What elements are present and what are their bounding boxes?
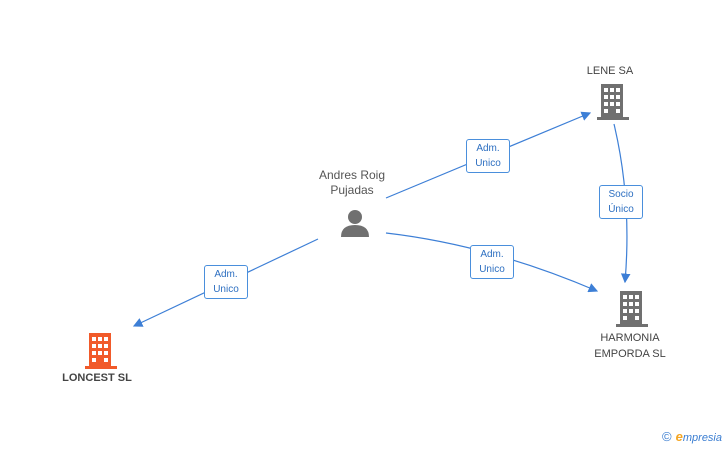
edge-label-lene-harmonia[interactable]: Socio Único bbox=[599, 185, 643, 219]
lene-label: LENE SA bbox=[586, 65, 634, 77]
edge-label-line1: Adm. bbox=[476, 143, 500, 154]
brand-logo-e: e bbox=[675, 429, 683, 444]
brand-footer[interactable]: ©empresia bbox=[662, 429, 722, 444]
harmonia-label-line2: EMPORDA SL bbox=[594, 348, 666, 360]
harmonia-label-line1: HARMONIA bbox=[600, 332, 660, 344]
edge-label-person-harmonia[interactable]: Adm. Unico bbox=[470, 245, 514, 279]
person-label: Andres Roig Pujadas bbox=[300, 168, 404, 198]
copyright-icon: © bbox=[662, 429, 672, 444]
edge-label-line2: Unico bbox=[213, 284, 239, 295]
edge-label-line2: Único bbox=[608, 204, 634, 215]
edge-label-line1: Adm. bbox=[480, 249, 504, 260]
brand-name: mpresia bbox=[682, 432, 722, 444]
edge-label-line2: Unico bbox=[479, 264, 505, 275]
person-name-line1: Andres Roig bbox=[318, 168, 386, 182]
edge-label-person-loncest[interactable]: Adm. Unico bbox=[204, 265, 248, 299]
building-icon[interactable] bbox=[616, 291, 648, 327]
edge-label-line1: Adm. bbox=[214, 269, 238, 280]
edge-label-line1: Socio bbox=[608, 189, 634, 200]
edge-label-line2: Unico bbox=[475, 158, 501, 169]
person-name-line2: Pujadas bbox=[330, 183, 374, 197]
harmonia-label: HARMONIA EMPORDA SL bbox=[580, 330, 680, 362]
person-icon[interactable] bbox=[340, 208, 370, 238]
edge-label-person-lene[interactable]: Adm. Unico bbox=[466, 139, 510, 173]
building-icon-highlight[interactable] bbox=[85, 333, 117, 369]
loncest-label: LONCEST SL bbox=[62, 372, 132, 384]
building-icon[interactable] bbox=[597, 84, 629, 120]
